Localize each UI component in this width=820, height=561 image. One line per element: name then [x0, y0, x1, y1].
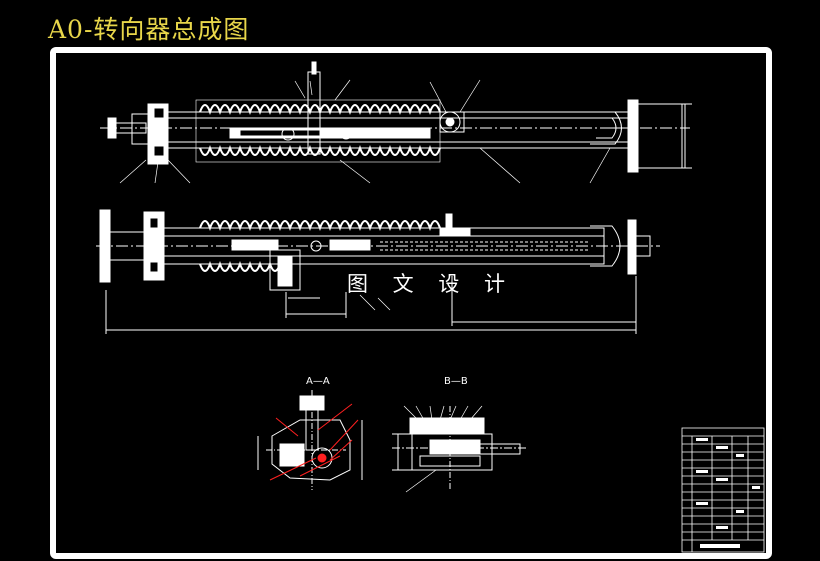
section-b-b-label: B—B	[444, 376, 468, 387]
watermark-text: 图 文 设 计	[347, 272, 515, 296]
title-block	[681, 427, 765, 553]
top-assembly-view	[100, 61, 692, 184]
middle-assembly-view	[96, 209, 660, 334]
section-a-a-label: A—A	[306, 376, 330, 387]
drawing-title: A0-转向器总成图	[48, 15, 250, 44]
section-a-a-view	[257, 390, 363, 490]
drawing-frame	[50, 47, 772, 559]
section-b-b-view	[392, 405, 528, 493]
